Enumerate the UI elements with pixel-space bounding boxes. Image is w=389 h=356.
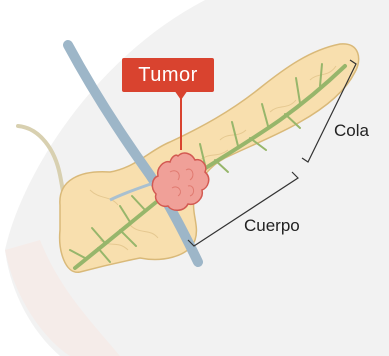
tumor-label: Tumor bbox=[122, 58, 214, 92]
cola-label: Cola bbox=[334, 121, 369, 141]
cuerpo-label: Cuerpo bbox=[244, 216, 300, 236]
